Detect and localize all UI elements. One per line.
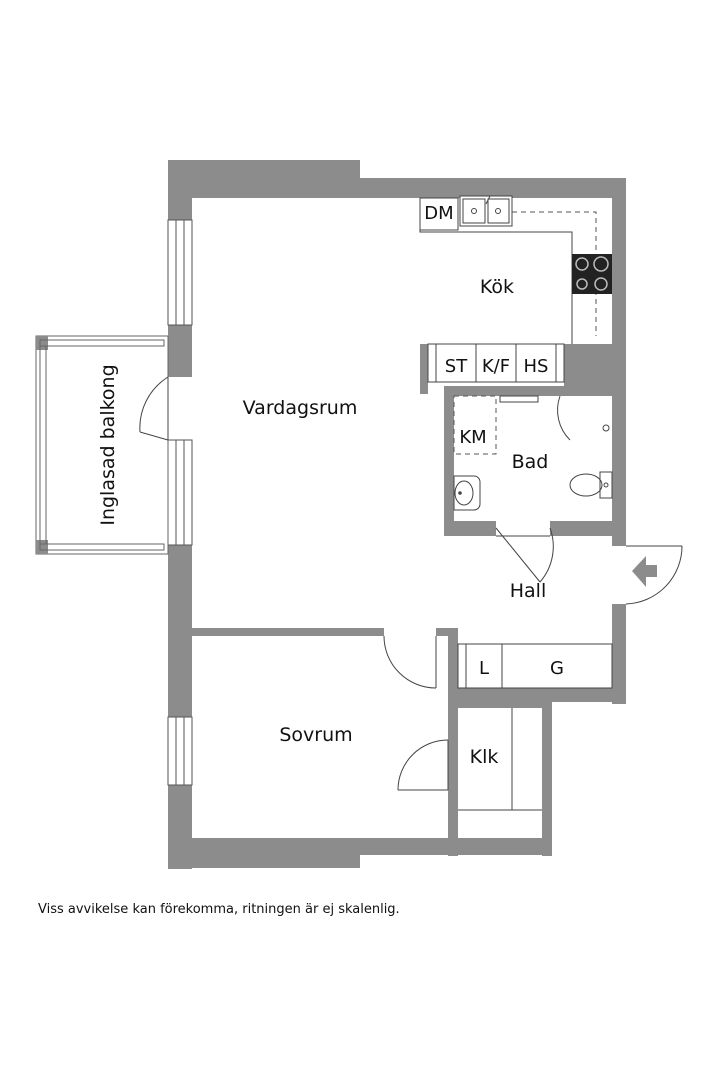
room-label-bad: Bad xyxy=(512,451,549,473)
balcony-door xyxy=(139,376,169,441)
kitchen-sink xyxy=(459,195,513,227)
room-label-balkong: Inglasad balkong xyxy=(97,364,119,525)
fixture-label-l: L xyxy=(479,658,489,679)
bath-bottom-wall-right xyxy=(550,521,626,536)
windows xyxy=(167,219,193,786)
toilet xyxy=(569,471,613,499)
window-vardagsrum-top xyxy=(167,219,193,326)
doors xyxy=(139,376,683,791)
fixture-label-g: G xyxy=(550,658,564,679)
washing-machine xyxy=(453,395,497,455)
left-wall-lower xyxy=(168,545,192,717)
klk-right-wall xyxy=(542,688,552,856)
window-sovrum xyxy=(167,716,193,786)
bottom-wall-left xyxy=(168,848,360,868)
fixture-label-hs: HS xyxy=(524,356,549,377)
closet-shelf xyxy=(458,708,542,811)
wardrobe-bottom-wall xyxy=(448,688,626,702)
bath-left-wall xyxy=(444,386,454,536)
room-label-sovrum: Sovrum xyxy=(279,724,352,746)
sovrum-door xyxy=(383,635,437,689)
left-wall-top xyxy=(168,160,192,220)
left-wall-mid xyxy=(168,325,192,377)
disclaimer-text: Viss avvikelse kan förekomma, ritningen … xyxy=(38,902,400,917)
walls xyxy=(168,160,626,869)
washbasin xyxy=(453,475,481,511)
right-wall-kitchen xyxy=(612,178,626,394)
klk-door xyxy=(397,739,449,791)
shower xyxy=(557,395,610,441)
bathroom-fixtures xyxy=(453,395,613,511)
bath-right-wall xyxy=(612,386,626,546)
fixture-label-km: KM xyxy=(459,427,486,448)
room-label-kok: Kök xyxy=(480,276,514,298)
room-label-vardagsrum: Vardagsrum xyxy=(243,397,358,419)
dishwasher xyxy=(419,197,459,231)
klk-top-wall xyxy=(458,700,542,708)
top-wall xyxy=(168,160,626,198)
kitchen-bath-block xyxy=(564,344,626,394)
kitchen-counter xyxy=(419,195,612,383)
tall-cabinets xyxy=(427,343,565,383)
entrance-arrow-icon xyxy=(632,556,657,587)
sovrum-top-wall-right xyxy=(436,628,458,636)
room-label-klk: Klk xyxy=(470,746,499,768)
bath-top-wall xyxy=(444,386,626,396)
fixture-label-st: ST xyxy=(445,356,468,377)
sovrum-top-wall xyxy=(192,628,384,636)
klk-left-wall xyxy=(448,628,458,856)
stove xyxy=(572,254,612,294)
hall-right-wall xyxy=(612,604,626,704)
hall-wardrobe xyxy=(457,643,613,689)
st-left-wall xyxy=(420,344,428,394)
fixture-label-dm: DM xyxy=(424,203,453,224)
room-label-hall: Hall xyxy=(510,580,547,602)
balcony xyxy=(35,335,169,555)
bath-shelf xyxy=(499,395,539,403)
entrance-door xyxy=(612,545,683,605)
bathroom-door xyxy=(495,527,554,583)
bath-bottom-wall-left xyxy=(444,521,496,536)
fixture-label-kf: K/F xyxy=(482,356,510,377)
window-vardagsrum-bottom xyxy=(167,439,193,546)
